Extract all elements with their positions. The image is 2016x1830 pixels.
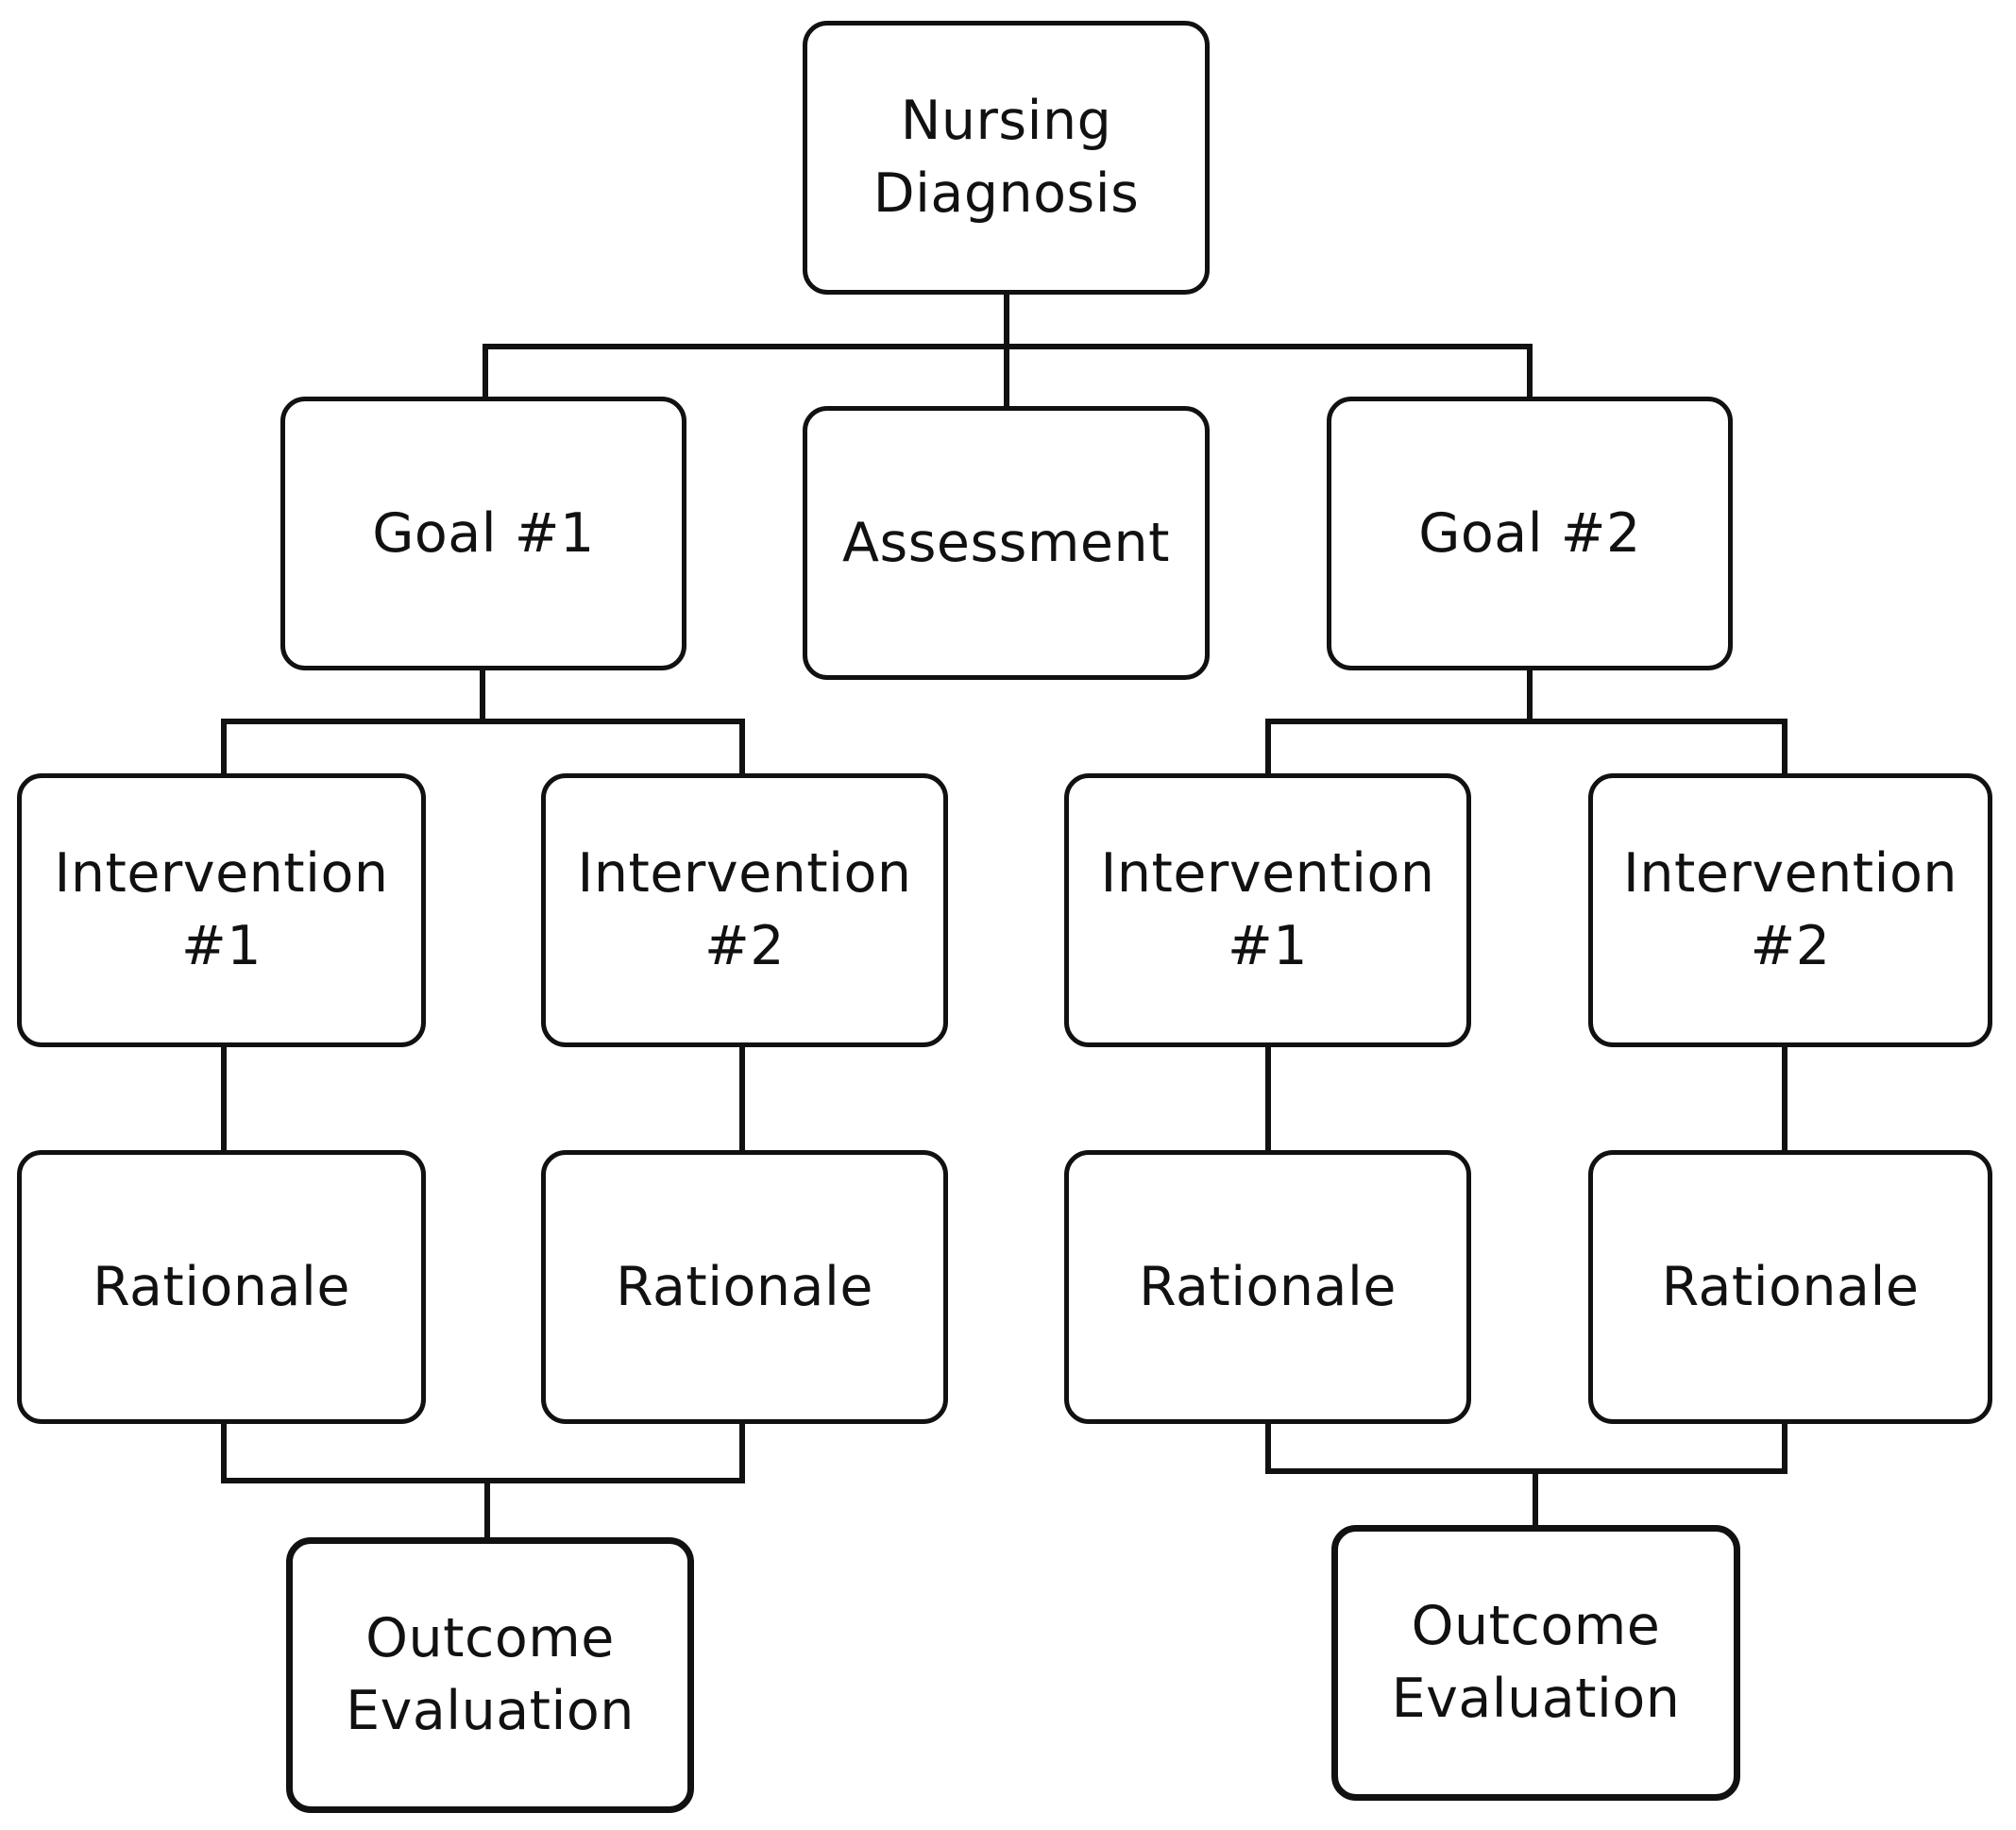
goal-label: Goal #1 bbox=[372, 501, 595, 565]
goal-label: Goal #2 bbox=[1418, 501, 1641, 565]
connector bbox=[739, 1042, 745, 1154]
connector bbox=[221, 1042, 227, 1154]
connector bbox=[1782, 719, 1787, 777]
connector bbox=[483, 344, 488, 400]
connector bbox=[1265, 719, 1787, 724]
goal-box: Goal #1 bbox=[280, 397, 686, 670]
goal-box: Goal #2 bbox=[1327, 397, 1733, 670]
connector bbox=[221, 1419, 227, 1478]
nursing-diagnosis-box: Nursing Diagnosis bbox=[803, 21, 1210, 295]
intervention-box: Intervention #2 bbox=[541, 773, 948, 1047]
outcome-evaluation-label: Outcome Evaluation bbox=[346, 1607, 635, 1742]
intervention-label: Intervention #2 bbox=[1623, 842, 1957, 977]
connector bbox=[1265, 719, 1271, 777]
rationale-label: Rationale bbox=[1661, 1255, 1920, 1318]
intervention-label: Intervention #2 bbox=[577, 842, 912, 977]
rationale-label: Rationale bbox=[1139, 1255, 1397, 1318]
connector bbox=[1527, 668, 1533, 724]
intervention-box: Intervention #1 bbox=[17, 773, 426, 1047]
connector bbox=[484, 1478, 490, 1541]
connector bbox=[1782, 1419, 1787, 1474]
rationale-box: Rationale bbox=[541, 1150, 948, 1424]
rationale-box: Rationale bbox=[1064, 1150, 1471, 1424]
connector bbox=[221, 719, 745, 724]
connector bbox=[221, 719, 227, 777]
connector bbox=[1004, 291, 1009, 349]
intervention-box: Intervention #1 bbox=[1064, 773, 1471, 1047]
assessment-box: Assessment bbox=[803, 406, 1210, 680]
connector bbox=[1782, 1042, 1787, 1154]
connector bbox=[1533, 1468, 1538, 1530]
intervention-label: Intervention #1 bbox=[1100, 842, 1435, 977]
intervention-label: Intervention #1 bbox=[54, 842, 389, 977]
rationale-box: Rationale bbox=[17, 1150, 426, 1424]
connector bbox=[1265, 1042, 1271, 1154]
outcome-evaluation-label: Outcome Evaluation bbox=[1391, 1595, 1681, 1730]
connector bbox=[1265, 1419, 1271, 1474]
assessment-label: Assessment bbox=[842, 511, 1170, 574]
connector bbox=[739, 719, 745, 777]
connector bbox=[480, 668, 485, 724]
nursing-diagnosis-label: Nursing Diagnosis bbox=[872, 90, 1140, 225]
connector bbox=[221, 1478, 745, 1483]
rationale-label: Rationale bbox=[616, 1255, 873, 1318]
connector bbox=[1004, 344, 1009, 410]
intervention-box: Intervention #2 bbox=[1588, 773, 1992, 1047]
connector bbox=[1527, 344, 1533, 400]
rationale-label: Rationale bbox=[93, 1255, 350, 1318]
outcome-evaluation-box: Outcome Evaluation bbox=[1331, 1525, 1740, 1801]
connector bbox=[1265, 1468, 1787, 1474]
outcome-evaluation-box: Outcome Evaluation bbox=[286, 1537, 694, 1813]
rationale-box: Rationale bbox=[1588, 1150, 1992, 1424]
connector bbox=[739, 1419, 745, 1478]
